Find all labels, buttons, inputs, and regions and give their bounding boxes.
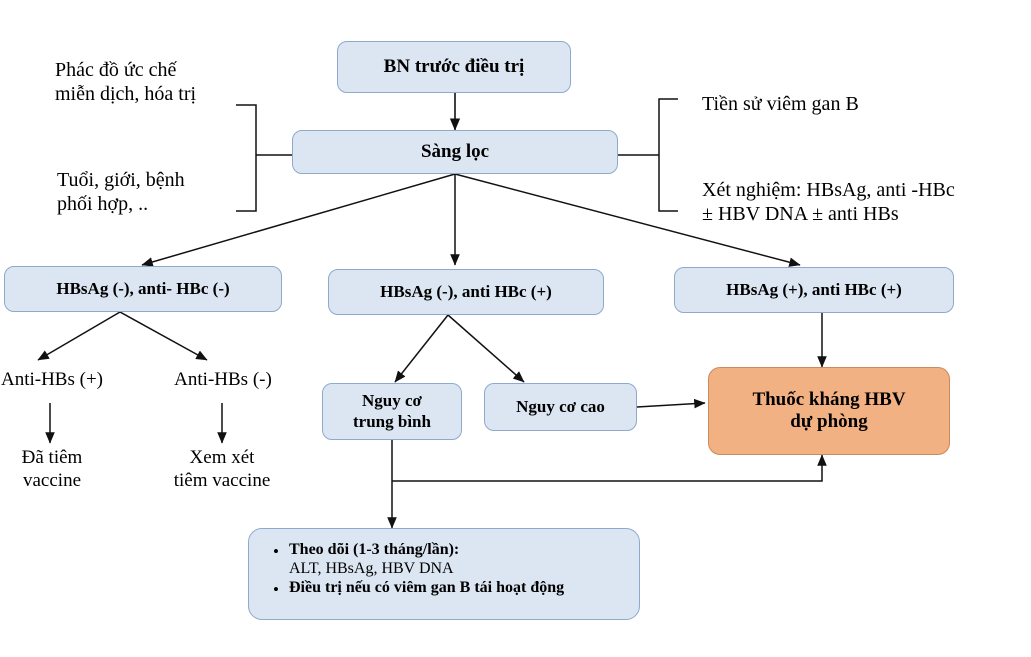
- node-followup[interactable]: • Theo dõi (1-3 tháng/lần): ALT, HBsAg, …: [248, 528, 640, 620]
- edge-followup-to-prophylaxis: [392, 454, 827, 482]
- node-risk-high-label: Nguy cơ cao: [516, 396, 605, 416]
- edge-negpos-to-risk-moderate: [394, 314, 449, 383]
- followup-bullet-1: • Theo dõi (1-3 tháng/lần): ALT, HBsAg, …: [263, 541, 625, 579]
- edge-risk-high-to-prophylaxis: [636, 398, 706, 409]
- node-risk-moderate-label: Nguy cơ trung bình: [353, 391, 431, 431]
- annotation-anti-hbs-neg: Anti-HBs (-): [174, 369, 272, 390]
- node-group-neg-pos[interactable]: HBsAg (-), anti HBc (+): [328, 269, 604, 315]
- node-group-neg-neg[interactable]: HBsAg (-), anti- HBc (-): [4, 266, 282, 312]
- annotation-right-top: Tiền sử viêm gan B: [702, 93, 859, 115]
- node-screening[interactable]: Sàng lọc: [292, 130, 618, 174]
- node-risk-high[interactable]: Nguy cơ cao: [484, 383, 637, 431]
- edge-negneg-to-antihbs-pos: [37, 311, 121, 361]
- followup-bullet-2-strong: Điều trị nếu có viêm gan B tái hoạt động: [289, 578, 565, 596]
- node-start-label: BN trước điều trị: [383, 55, 525, 77]
- annotation-outcome-vaccinated: Đã tiêm vaccine: [21, 447, 83, 492]
- node-group-pos-pos-label: HBsAg (+), anti HBc (+): [726, 279, 902, 299]
- bullet-dot-icon-2: •: [273, 579, 279, 599]
- edge-negpos-to-risk-high: [447, 314, 525, 383]
- node-group-neg-neg-label: HBsAg (-), anti- HBc (-): [56, 278, 230, 298]
- annotation-right-bottom: Xét nghiệm: HBsAg, anti -HBc ± HBV DNA ±…: [702, 179, 955, 226]
- annotation-left-top: Phác đồ ức chế miễn dịch, hóa trị: [55, 59, 197, 106]
- node-screening-label: Sàng lọc: [420, 140, 490, 162]
- node-group-neg-pos-label: HBsAg (-), anti HBc (+): [380, 281, 552, 301]
- annotation-anti-hbs-pos: Anti-HBs (+): [0, 369, 103, 390]
- bracket-right: [658, 98, 678, 212]
- followup-bullet-1-normal: ALT, HBsAg, HBV DNA: [289, 559, 454, 577]
- node-group-pos-pos[interactable]: HBsAg (+), anti HBc (+): [674, 267, 954, 313]
- node-risk-moderate[interactable]: Nguy cơ trung bình: [322, 383, 462, 440]
- followup-bullet-1-strong: Theo dõi (1-3 tháng/lần):: [289, 541, 460, 558]
- annotation-outcome-consider: Xem xét tiêm vaccine: [173, 447, 271, 492]
- annotation-left-bottom: Tuổi, giới, bệnh phối hợp, ..: [57, 169, 185, 216]
- bullet-dot-icon: •: [273, 542, 279, 561]
- node-prophylaxis-label: Thuốc kháng HBV dự phòng: [752, 388, 906, 432]
- node-start[interactable]: BN trước điều trị: [337, 41, 571, 93]
- node-prophylaxis[interactable]: Thuốc kháng HBV dự phòng: [708, 367, 950, 455]
- edge-negneg-to-antihbs-neg: [119, 311, 208, 361]
- followup-bullet-2: • Điều trị nếu có viêm gan B tái hoạt độ…: [263, 579, 625, 600]
